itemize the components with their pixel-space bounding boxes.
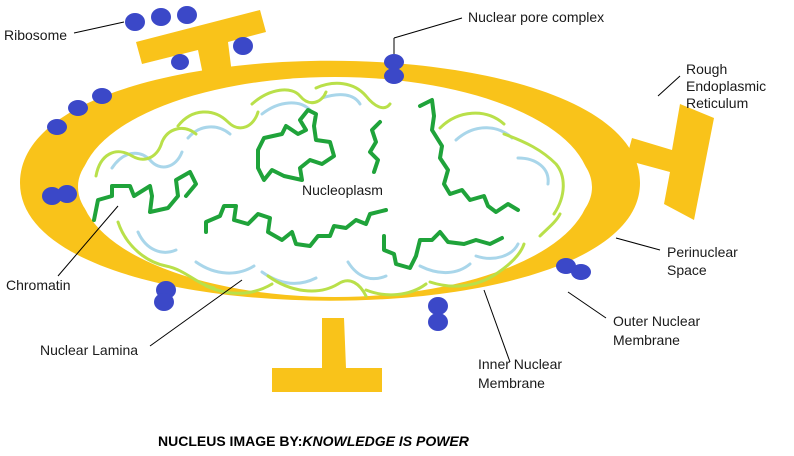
leader-perinuclear-space	[615, 237, 661, 251]
chromatin	[92, 98, 520, 270]
rough-er-stub-bottom	[272, 318, 382, 392]
label-rough-er-line-2: Endoplasmic	[686, 78, 766, 94]
label-inner-membrane-line-1: Inner Nuclear	[478, 356, 562, 372]
chromatin-strand-1	[92, 170, 198, 222]
leader-outer-membrane	[567, 291, 607, 319]
label-perinuclear-line-1: Perinuclear	[667, 244, 738, 260]
nuclear-lamina-green	[94, 81, 565, 298]
leader-rough-er	[657, 75, 681, 97]
label-nucleoplasm: Nucleoplasm	[302, 182, 383, 198]
caption-prefix: NUCLEUS IMAGE BY:	[158, 433, 302, 449]
chromatin-strand-6	[368, 120, 382, 174]
label-rough-er-line-1: Rough	[686, 61, 727, 77]
label-nuclear-lamina: Nuclear Lamina	[40, 342, 138, 358]
ribosome-dot	[151, 8, 171, 26]
caption-credit: KNOWLEDGE IS POWER	[302, 433, 469, 449]
ribosome-dot	[556, 258, 576, 274]
ribosome-dot	[125, 13, 145, 31]
label-ribosome: Ribosome	[4, 27, 67, 43]
image-caption: NUCLEUS IMAGE BY:KNOWLEDGE IS POWER	[158, 433, 470, 449]
leader-nuclear-lamina	[149, 279, 243, 347]
label-outer-membrane-line-1: Outer Nuclear	[613, 313, 700, 329]
leader-inner-membrane	[483, 289, 511, 363]
ribosome-dot	[571, 264, 591, 280]
ribosome-dot	[57, 185, 77, 203]
label-outer-membrane-line-2: Membrane	[613, 332, 680, 348]
chromatin-strand-4	[418, 98, 520, 214]
rough-er-stubs	[136, 10, 714, 392]
leader-ribosome	[73, 21, 125, 34]
leader-nuclear-pore-complex	[393, 17, 463, 39]
ribosome-dot	[154, 293, 174, 311]
ribosome-dot	[233, 37, 253, 55]
label-chromatin: Chromatin	[6, 277, 71, 293]
chromatin-strand-3	[204, 204, 388, 248]
chromatin-strand-2	[256, 108, 336, 182]
label-nuclear-pore-complex: Nuclear pore complex	[468, 9, 604, 25]
ribosome-dot	[177, 6, 197, 24]
ribosome-dot	[171, 54, 189, 70]
label-inner-membrane-line-2: Membrane	[478, 375, 545, 391]
ribosome-dot	[92, 88, 112, 104]
chromatin-strand-5	[382, 230, 504, 270]
ribosomes	[42, 6, 591, 331]
leader-lines	[57, 17, 681, 363]
nuclear-pore-complex-dot	[384, 68, 404, 84]
nuclear-pore-complex-dot	[384, 54, 404, 70]
ribosome-dot	[428, 297, 448, 315]
label-rough-er-line-3: Reticulum	[686, 95, 748, 111]
ribosome-dot	[428, 313, 448, 331]
rough-er-stub-top	[136, 10, 266, 80]
ribosome-dot	[47, 119, 67, 135]
label-perinuclear-line-2: Space	[667, 262, 707, 278]
ribosome-dot	[42, 187, 62, 205]
leader-chromatin	[57, 205, 119, 277]
rough-er-stub-right	[626, 104, 714, 220]
ribosome-dot	[68, 100, 88, 116]
